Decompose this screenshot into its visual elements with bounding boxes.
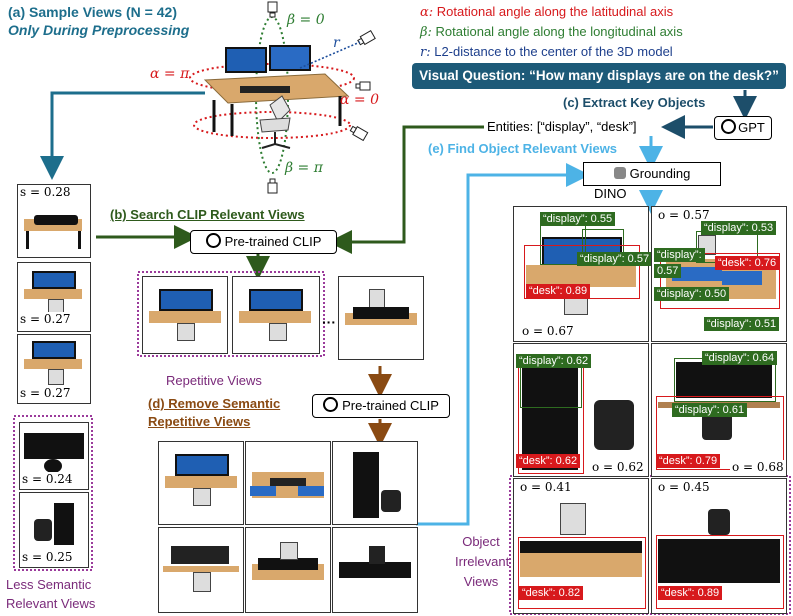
grounding-label: “desk”: 0.89 bbox=[526, 284, 591, 298]
camera-bottom bbox=[267, 178, 278, 194]
selected-view-3 bbox=[332, 441, 418, 525]
grounding-label: “display”: 0.57 bbox=[577, 252, 653, 266]
dino-label: DINO bbox=[594, 186, 627, 201]
dino-icon bbox=[613, 167, 626, 179]
latitude-ring-bottom bbox=[193, 111, 351, 139]
repetitive-view-3 bbox=[338, 276, 424, 360]
r-label: r bbox=[333, 35, 340, 51]
selected-view-2 bbox=[245, 441, 331, 525]
legend-r-symbol: r: bbox=[420, 45, 431, 60]
camera-diag-top bbox=[357, 29, 376, 46]
object-irrelevant-line-2: Irrelevant bbox=[455, 554, 510, 569]
grounding-label: Grounding bbox=[629, 166, 691, 181]
grounding-score: o = 0.45 bbox=[656, 480, 712, 494]
grounding-label: “desk”: 0.76 bbox=[715, 256, 780, 270]
legend-beta-text: Rotational angle along the longitudinal … bbox=[431, 24, 683, 39]
grounding-label: “display”: 0.62 bbox=[516, 354, 592, 368]
clip-module-d: Pre-trained CLIP bbox=[312, 394, 450, 418]
grounding-dino-module: Grounding bbox=[583, 162, 721, 186]
repetitive-views-box bbox=[137, 271, 325, 357]
repetitive-view-1 bbox=[142, 276, 228, 354]
entities-text: Entities: [“display”, “desk”] bbox=[487, 119, 637, 134]
camera-diag-bottom bbox=[349, 125, 369, 142]
object-irrelevant-caption: Object Irrelevant Views bbox=[455, 532, 510, 592]
grounding-label: “display”: 0.64 bbox=[702, 351, 778, 365]
step-b-label: (b) Search CLIP Relevant Views bbox=[110, 207, 305, 222]
openai-icon bbox=[205, 233, 221, 248]
grounding-score: o = 0.41 bbox=[518, 480, 574, 494]
grounding-score: o = 0.62 bbox=[590, 460, 646, 474]
repetitive-views-caption: Repetitive Views bbox=[166, 373, 262, 388]
sample-view-illustration bbox=[189, 1, 376, 194]
clip-d-label: Pre-trained CLIP bbox=[342, 398, 439, 413]
beta-zero-label: β = 0 bbox=[287, 12, 325, 28]
grounding-label: “display”: 0.51 bbox=[704, 317, 780, 331]
arrow-entities-clip bbox=[328, 125, 484, 254]
arrow-sample-to-left bbox=[40, 91, 205, 180]
left-score-1: s = 0.28 bbox=[18, 185, 73, 199]
object-irrelevant-line-3: Views bbox=[463, 574, 499, 589]
left-score-4: s = 0.24 bbox=[20, 472, 75, 486]
legend-r-text: L2-distance to the center of the 3D mode… bbox=[430, 44, 673, 59]
grounding-label: “desk”: 0.62 bbox=[516, 454, 581, 468]
left-score-3: s = 0.27 bbox=[18, 386, 73, 400]
grounding-score: o = 0.57 bbox=[656, 208, 712, 222]
gpt-label: GPT bbox=[738, 120, 765, 135]
legend-beta: β: Rotational angle along the longitudin… bbox=[420, 22, 683, 42]
grounding-panel-1 bbox=[513, 206, 649, 342]
grounding-label: “desk”: 0.82 bbox=[519, 586, 584, 600]
legend-r: r: L2-distance to the center of the 3D m… bbox=[420, 42, 683, 62]
step-d-label-2: Repetitive Views bbox=[148, 414, 251, 429]
legend-alpha-text: Rotational angle along the latitudinal a… bbox=[433, 4, 674, 19]
alpha-pi-label: α = π bbox=[150, 66, 190, 82]
grounding-label: “display”: 0.55 bbox=[540, 212, 616, 226]
clip-module-b: Pre-trained CLIP bbox=[190, 230, 337, 254]
step-e-label: (e) Find Object Relevant Views bbox=[428, 141, 618, 156]
gpt-module: GPT bbox=[714, 116, 772, 140]
grounding-label: “display”: bbox=[654, 248, 705, 262]
beta-pi-label: β = π bbox=[285, 160, 323, 176]
camera-right bbox=[355, 81, 371, 91]
grounding-label: “display”: 0.50 bbox=[654, 287, 730, 301]
arrow-views-dino bbox=[416, 163, 590, 526]
selected-view-4 bbox=[158, 527, 244, 613]
object-irrelevant-line-1: Object bbox=[462, 534, 500, 549]
visual-question-box: Visual Question: “How many displays are … bbox=[412, 63, 786, 89]
camera-top bbox=[267, 1, 278, 18]
selected-view-1 bbox=[158, 441, 244, 525]
alpha-zero-label: α = 0 bbox=[340, 92, 379, 108]
left-score-2: s = 0.27 bbox=[18, 312, 73, 326]
legend-beta-symbol: β: bbox=[420, 25, 432, 40]
openai-icon bbox=[721, 119, 737, 134]
sample-views-subtitle: Only During Preprocessing bbox=[8, 22, 190, 38]
repetitive-view-2 bbox=[232, 276, 320, 354]
step-d-label-1: (d) Remove Semantic bbox=[148, 396, 281, 411]
sample-views-title: (a) Sample Views (N = 42) bbox=[8, 4, 177, 20]
grounding-label: 0.57 bbox=[654, 264, 682, 278]
less-relevant-caption-2: Relevant Views bbox=[6, 596, 96, 611]
left-score-5: s = 0.25 bbox=[20, 550, 75, 564]
ellipsis: ··· bbox=[322, 314, 336, 330]
step-c-label: (c) Extract Key Objects bbox=[563, 95, 706, 110]
grounding-label: “display”: 0.53 bbox=[701, 221, 777, 235]
grounding-label: “display”: 0.61 bbox=[672, 403, 748, 417]
legend-alpha: α: Rotational angle along the latitudina… bbox=[420, 2, 683, 22]
less-relevant-caption-1: Less Semantic bbox=[6, 577, 92, 592]
grounding-score: o = 0.68 bbox=[730, 460, 786, 474]
selected-view-5 bbox=[245, 527, 331, 613]
grounding-label: “desk”: 0.89 bbox=[658, 586, 723, 600]
clip-b-label: Pre-trained CLIP bbox=[224, 234, 322, 249]
grounding-label: “desk”: 0.79 bbox=[656, 454, 721, 468]
object-irrelevant-box bbox=[509, 475, 791, 615]
legend: α: Rotational angle along the latitudina… bbox=[420, 2, 683, 62]
legend-alpha-symbol: α: bbox=[420, 5, 434, 20]
grounding-score: o = 0.67 bbox=[520, 324, 576, 338]
openai-icon bbox=[323, 397, 339, 412]
selected-view-6 bbox=[332, 527, 418, 613]
